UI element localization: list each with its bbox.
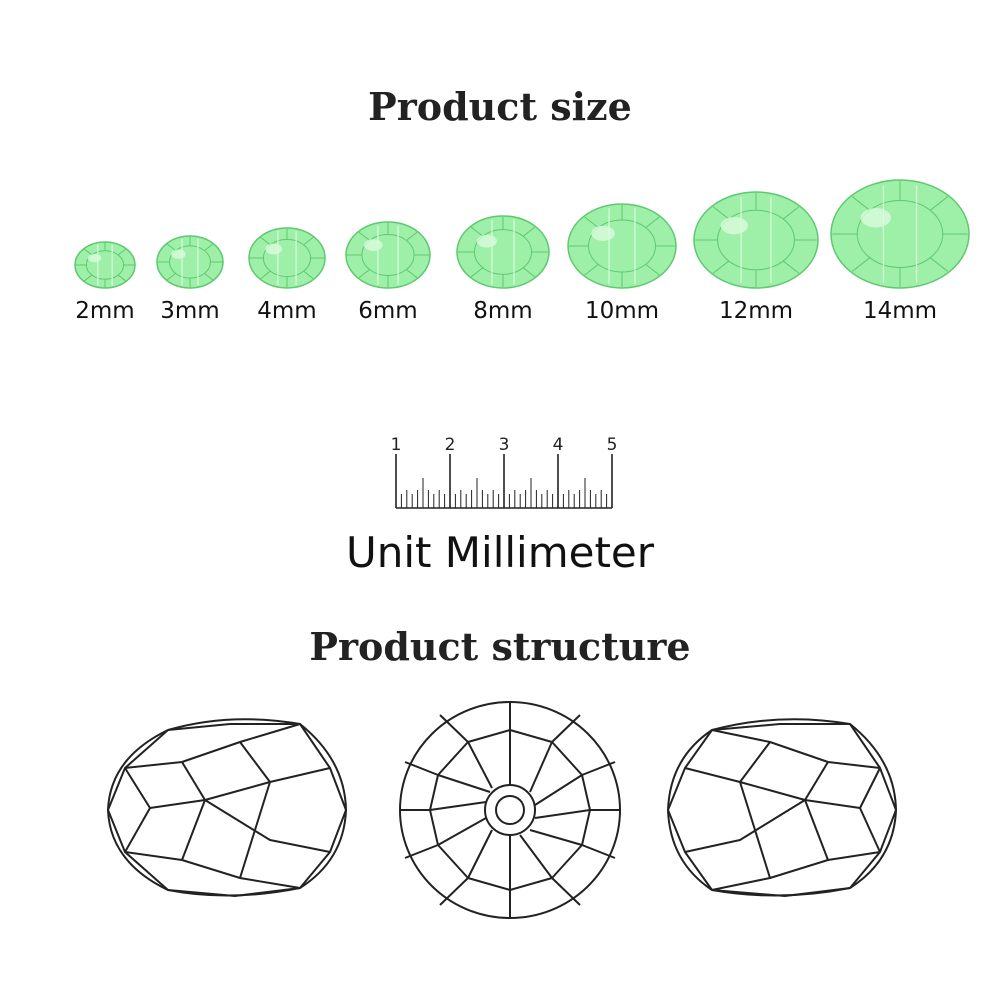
bead-8mm-icon [456, 215, 550, 289]
bead-size-label: 8mm [473, 298, 533, 324]
bead-structure-diagram [107, 701, 897, 919]
bead-size-label: 6mm [358, 298, 418, 324]
bead-front-view-icon [399, 701, 621, 919]
ruler-number: 5 [607, 435, 618, 455]
unit-caption: Unit Millimeter [345, 528, 655, 577]
bead-12mm-icon [693, 191, 819, 289]
bead-size-label: 2mm [75, 298, 135, 324]
ruler-number: 2 [445, 435, 456, 455]
bead-size-label: 3mm [160, 298, 220, 324]
ruler-number: 1 [391, 435, 402, 455]
bead-3mm-icon [156, 235, 224, 289]
bead-6mm-icon [345, 221, 431, 289]
bead-size-row: 2mm 3mm 4mm 6mm 8mm 10mm 12mm 14mm [0, 170, 1000, 340]
bead-10mm-icon [567, 203, 677, 289]
bead-2mm-icon [74, 241, 136, 289]
bead-size-label: 4mm [257, 298, 317, 324]
bead-4mm-icon [248, 227, 326, 289]
product-size-title: Product size [368, 84, 632, 129]
bead-size-label: 12mm [718, 298, 794, 324]
ruler-number: 3 [499, 435, 510, 455]
ruler-number: 4 [553, 435, 564, 455]
bead-side-view-left-icon [107, 718, 347, 897]
product-structure-title: Product structure [309, 624, 691, 669]
bead-14mm-icon [830, 179, 970, 289]
bead-size-label: 14mm [862, 298, 938, 324]
bead-side-view-right-icon [667, 718, 897, 897]
ruler-icon: 1 2 3 4 5 [391, 435, 618, 509]
bead-size-label: 10mm [584, 298, 660, 324]
